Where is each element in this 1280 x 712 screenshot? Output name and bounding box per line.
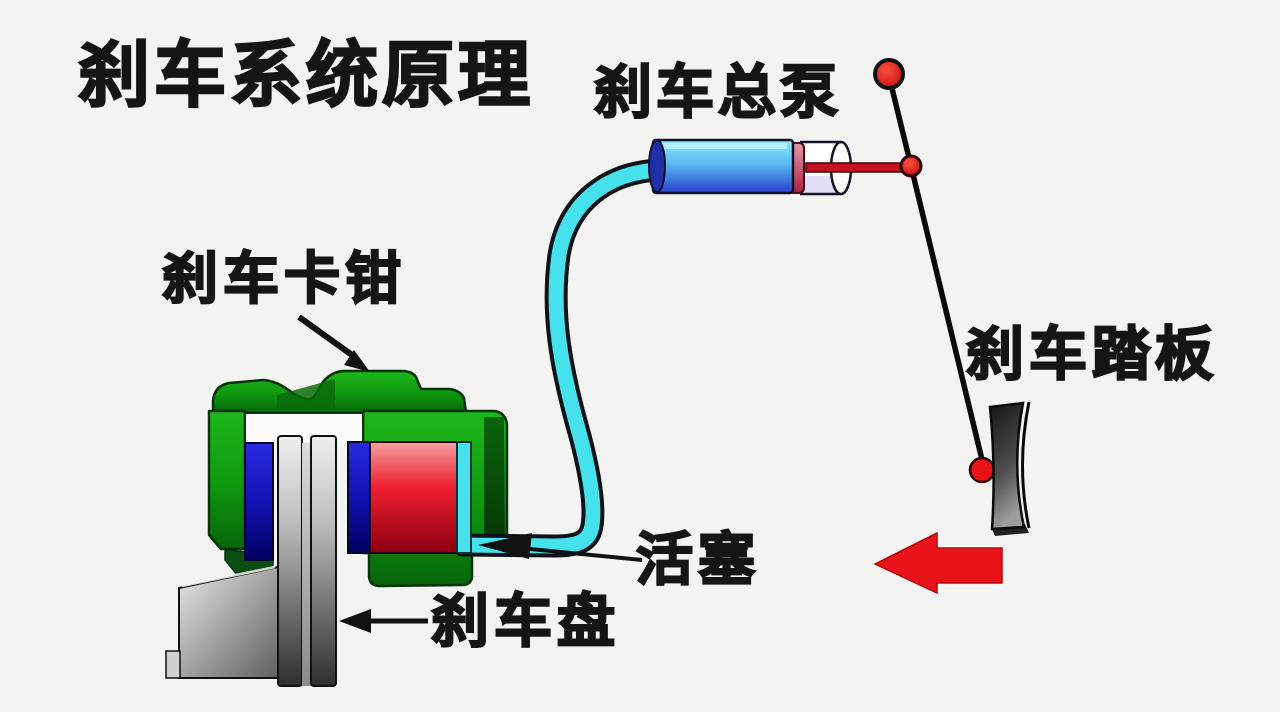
fluid-chamber [456,441,472,554]
disc-label-arrow [339,609,428,633]
caliper-ridge-shadow [277,379,335,411]
caliper-gap [246,414,362,442]
cylinder-body-highlight [659,143,787,149]
brake-disc [277,435,337,687]
caliper-label-arrow [297,314,370,372]
diagram-title: 刹车系统原理 [77,36,535,116]
push-rod [805,162,909,173]
pedal-joint-ball [968,456,996,484]
label-caliper: 刹车卡钳 [161,247,406,310]
caliper-top-arm [211,369,468,415]
label-disc: 刹车盘 [430,589,621,654]
label-piston: 活塞 [635,528,760,592]
label-master-cylinder: 刹车总泵 [593,60,843,125]
lever-top-pivot [873,58,905,90]
hub-foot [165,650,181,679]
disc-plate-left [277,435,303,687]
caliper-left-arm [207,409,247,551]
disc-plate-right [310,435,337,687]
cylinder-barrel-outline [800,140,841,196]
brake-line [455,162,668,554]
piston-label-arrow [478,533,643,562]
pedal-lever [886,73,987,471]
cylinder-left-cap [648,139,666,193]
wheel-hub [165,565,279,679]
cylinder-barrel-tint [800,176,841,193]
pedal-pad-face [988,401,1026,531]
caliper-side-face [484,417,505,549]
pedal-pad-edge-arc [1021,401,1031,529]
caliper-piston [369,441,459,554]
label-pedal: 刹车踏板 [965,322,1219,387]
master-cylinder [648,138,909,196]
brake-pad-right [347,441,371,554]
hub-highlight [181,565,276,588]
brake-pad-left [244,442,274,561]
disc-vent-slot [302,443,311,686]
pedal-pad [988,401,1031,536]
rod-pivot-joint [899,154,923,178]
motion-arrow-left [873,531,1003,595]
